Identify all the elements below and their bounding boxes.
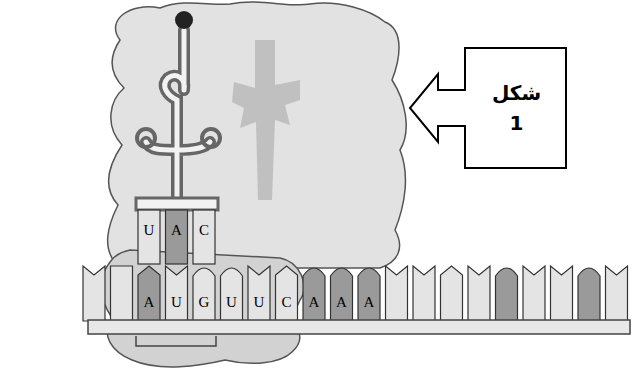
nucleotide: [468, 266, 490, 321]
nucleotide: [248, 266, 270, 321]
base-letter: G: [194, 294, 214, 310]
nucleotide: [193, 268, 215, 321]
nucleotide: [606, 266, 628, 321]
nucleotide: [276, 266, 298, 321]
callout-shape: [410, 48, 566, 168]
anticodon-base: [166, 210, 188, 264]
nucleotide: [386, 266, 408, 321]
ribosome-large-subunit: [108, 2, 407, 268]
base-letter: U: [167, 294, 187, 310]
nucleotide: [138, 266, 160, 321]
nucleotide: [331, 268, 353, 321]
anticodon-base: [193, 210, 215, 264]
trna-anticodon: [138, 210, 215, 264]
nucleotide: [83, 266, 105, 321]
nucleotide: [358, 268, 380, 321]
base-letter: A: [167, 222, 187, 238]
nucleotide: [441, 266, 463, 321]
callout-arrow-box: شكل 1: [408, 46, 568, 170]
nucleotide: [303, 268, 325, 321]
mrna-nucleotides: [83, 266, 628, 321]
base-letter: U: [139, 222, 159, 238]
nucleotide: [221, 268, 243, 321]
mrna-backbone: [88, 320, 630, 334]
nucleotide: [496, 268, 518, 321]
base-letter: C: [277, 294, 297, 310]
codon-bracket: [136, 336, 216, 346]
nucleotide: [523, 266, 545, 321]
nucleotide: [551, 266, 573, 321]
nucleotide: [111, 266, 133, 321]
trna-molecule: [136, 11, 220, 210]
nucleotide: [413, 266, 435, 321]
base-letter: A: [359, 294, 379, 310]
base-letter: U: [222, 294, 242, 310]
base-letter: C: [194, 222, 214, 238]
ghost-trna: [232, 40, 300, 200]
base-letter: A: [139, 294, 159, 310]
anticodon-base: [138, 210, 160, 264]
ribosome-small-subunit: [101, 250, 304, 367]
callout-outline: [408, 46, 568, 170]
callout-label: شكل 1: [492, 78, 541, 138]
base-letter: A: [304, 294, 324, 310]
nucleotide: [166, 266, 188, 321]
base-letter: U: [249, 294, 269, 310]
base-letter: A: [332, 294, 352, 310]
nucleotide: [578, 268, 600, 321]
